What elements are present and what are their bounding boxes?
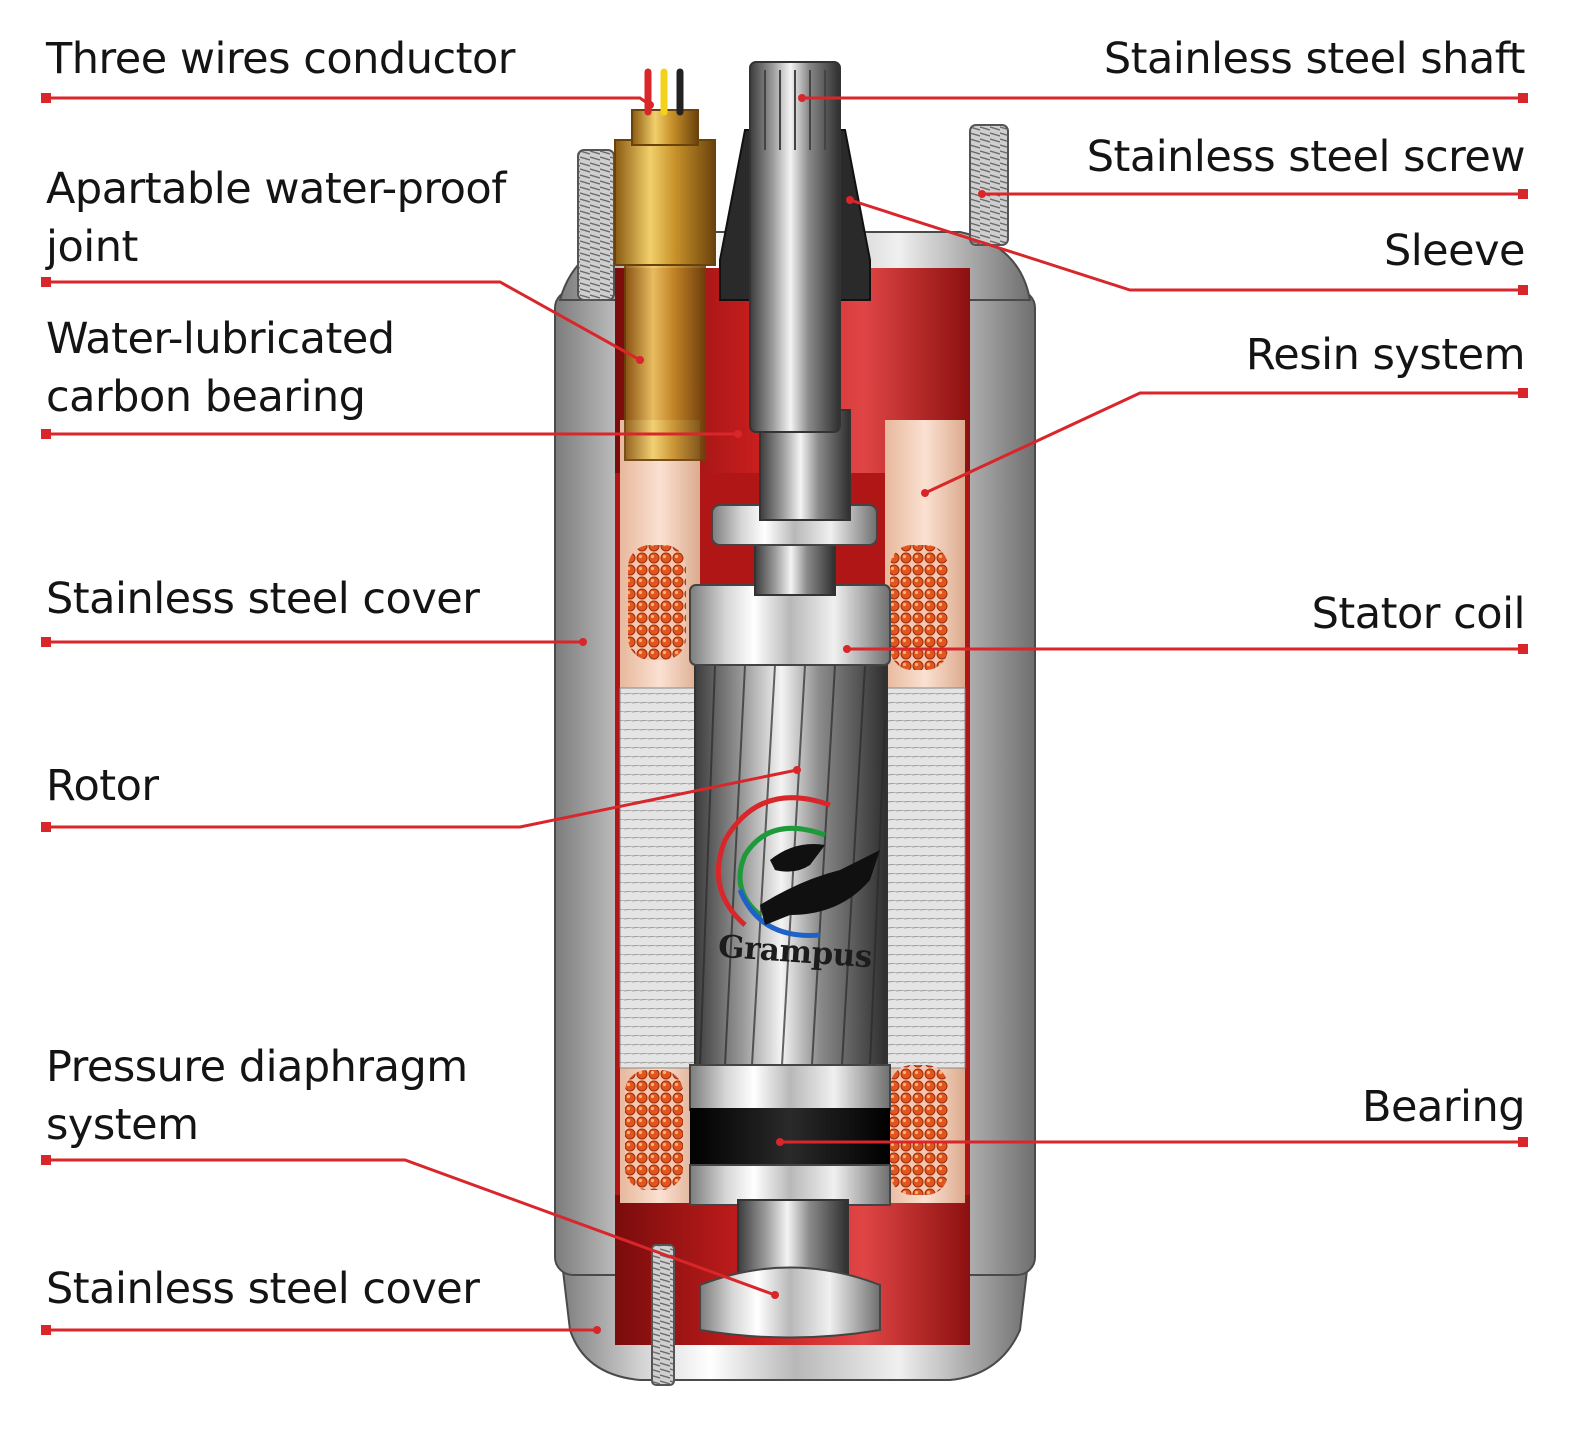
waterproof-joint-nut xyxy=(614,139,716,266)
stator-lamination-left xyxy=(619,687,701,1069)
screw-left xyxy=(577,149,615,301)
orca-shape xyxy=(760,850,880,925)
screw-right xyxy=(969,124,1009,246)
label-steel-cover-upper: Stainless steel cover xyxy=(46,574,480,624)
label-carbon-bearing: Water-lubricated carbon bearing xyxy=(46,314,395,422)
label-steel-cover-lower: Stainless steel cover xyxy=(46,1264,480,1314)
label-waterproof-joint: Apartable water-proof joint xyxy=(46,164,506,272)
stator-coil-upper-right xyxy=(890,545,948,670)
motor-body xyxy=(554,61,1036,1386)
label-three-wires-conductor: Three wires conductor xyxy=(46,34,515,84)
three-wires xyxy=(644,68,684,116)
orca-small-shape xyxy=(770,844,825,872)
screw-bottom xyxy=(651,1244,675,1386)
waterproof-joint-body xyxy=(624,264,706,461)
rotor-upper-ring xyxy=(689,584,891,666)
stator-coil-lower-right xyxy=(890,1065,948,1195)
label-bearing: Bearing xyxy=(1362,1082,1525,1132)
pressure-diaphragm xyxy=(699,1266,881,1339)
label-resin-system: Resin system xyxy=(1245,330,1526,380)
stator-lamination-right xyxy=(884,687,966,1069)
label-pressure-diaphragm: Pressure diaphragm system xyxy=(46,1042,468,1150)
label-steel-shaft: Stainless steel shaft xyxy=(1103,34,1526,84)
label-stator-coil: Stator coil xyxy=(1311,589,1526,639)
rotor-lower-ring xyxy=(689,1064,891,1111)
label-steel-screw: Stainless steel screw xyxy=(1086,132,1526,182)
orca-whale-logo-icon xyxy=(715,795,880,938)
main-shaft-upper xyxy=(749,61,841,433)
label-sleeve: Sleeve xyxy=(1383,226,1526,276)
label-rotor: Rotor xyxy=(46,761,159,811)
logo-arc-blue xyxy=(737,889,821,938)
shaft-collar xyxy=(754,539,836,596)
bearing-band xyxy=(690,1108,890,1168)
stator-coil-upper-left xyxy=(628,545,686,660)
shaft-spline-grooves xyxy=(764,70,826,150)
stator-coil-lower-left xyxy=(625,1070,683,1190)
